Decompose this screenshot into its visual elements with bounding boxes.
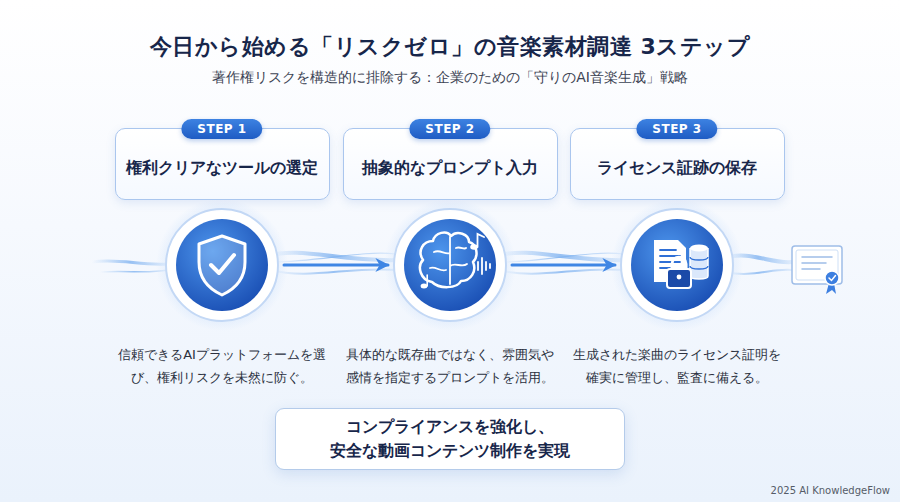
icon-ring bbox=[394, 209, 506, 321]
step-description: 具体的な既存曲ではなく、雰囲気や感情を指定するプロンプトを活用。 bbox=[343, 343, 558, 389]
sound-wave bbox=[478, 258, 490, 274]
check-mark bbox=[211, 255, 234, 273]
icon-disc bbox=[176, 219, 268, 311]
diagram-subtitle: 著作権リスクを構造的に排除する：企業のための「守りのAI音楽生成」戦略 bbox=[0, 69, 900, 87]
panel-side bbox=[570, 196, 571, 330]
lock-body bbox=[667, 269, 691, 288]
certificate-icon bbox=[792, 246, 842, 294]
brain-outline bbox=[420, 233, 476, 288]
icon-halo bbox=[384, 199, 516, 331]
panel-side bbox=[555, 196, 556, 330]
panel-side bbox=[328, 196, 329, 330]
music-note-stem bbox=[426, 275, 428, 286]
diagram-title: 今日から始める「リスクゼロ」の音楽素材調達 3ステップ bbox=[0, 32, 900, 62]
step-panel: ライセンス証跡の保存STEP 3生成された楽曲のライセンス証明を確実に管理し、監… bbox=[615, 125, 739, 405]
step-number: STEP 3 bbox=[636, 119, 717, 139]
brain-folds bbox=[430, 237, 467, 284]
light-streak bbox=[498, 269, 626, 273]
step-description: 生成された楽曲のライセンス証明を確実に管理し、監査に備える。 bbox=[570, 343, 785, 389]
step-number: STEP 1 bbox=[181, 119, 262, 139]
result-text-group: コンプライアンスを強化し、 安全な動画コンテンツ制作を実現 bbox=[276, 415, 624, 463]
document-lines bbox=[660, 250, 680, 268]
certificate-seal bbox=[825, 271, 839, 285]
records-icon bbox=[611, 199, 743, 331]
result-box: コンプライアンスを強化し、 安全な動画コンテンツ制作を実現 bbox=[275, 408, 625, 470]
panel-side bbox=[115, 196, 116, 330]
lock-keyhole bbox=[677, 275, 682, 280]
icon-disc bbox=[631, 219, 723, 311]
shield bbox=[199, 236, 245, 295]
database-bands bbox=[690, 257, 708, 269]
step-heading: 抽象的なプロンプト入力 bbox=[362, 150, 538, 179]
music-note-stem bbox=[478, 234, 485, 247]
icon-disc bbox=[404, 219, 496, 311]
step-number: STEP 2 bbox=[409, 119, 490, 139]
icon-halo bbox=[611, 199, 743, 331]
panel-side bbox=[343, 196, 344, 330]
step-panel: 抽象的なプロンプト入力STEP 2具体的な既存曲ではなく、雰囲気や感情を指定する… bbox=[388, 125, 512, 405]
step-heading: ライセンス証跡の保存 bbox=[597, 150, 757, 179]
result-text: コンプライアンスを強化し、 安全な動画コンテンツ制作を実現 bbox=[276, 415, 624, 463]
panel-sides bbox=[116, 196, 784, 330]
flow-arrow bbox=[284, 264, 388, 267]
icon-halo bbox=[156, 199, 288, 331]
light-streak bbox=[270, 269, 398, 273]
certificate bbox=[792, 246, 842, 284]
light-streak bbox=[500, 253, 624, 262]
step-heading: 権利クリアなツールの選定 bbox=[126, 150, 318, 179]
seal-check bbox=[829, 276, 836, 281]
step-description: 信頼できるAIプラットフォームを選び、権利リスクを未然に防ぐ。 bbox=[115, 343, 330, 389]
step-panel: 権利クリアなツールの選定STEP 1信頼できるAIプラットフォームを選び、権利リ… bbox=[160, 125, 284, 405]
database-top bbox=[690, 245, 708, 252]
icon-ring bbox=[166, 209, 278, 321]
brain-icon bbox=[384, 199, 516, 331]
certificate-lines bbox=[802, 257, 832, 269]
music-note bbox=[421, 284, 428, 289]
icon-ring bbox=[621, 209, 733, 321]
light-streak bbox=[272, 253, 396, 262]
shield-icon bbox=[156, 199, 288, 331]
database bbox=[690, 248, 708, 279]
flow-arrow bbox=[512, 264, 615, 267]
footer-credit: 2025 AI KnowledgeFlow bbox=[771, 485, 890, 496]
